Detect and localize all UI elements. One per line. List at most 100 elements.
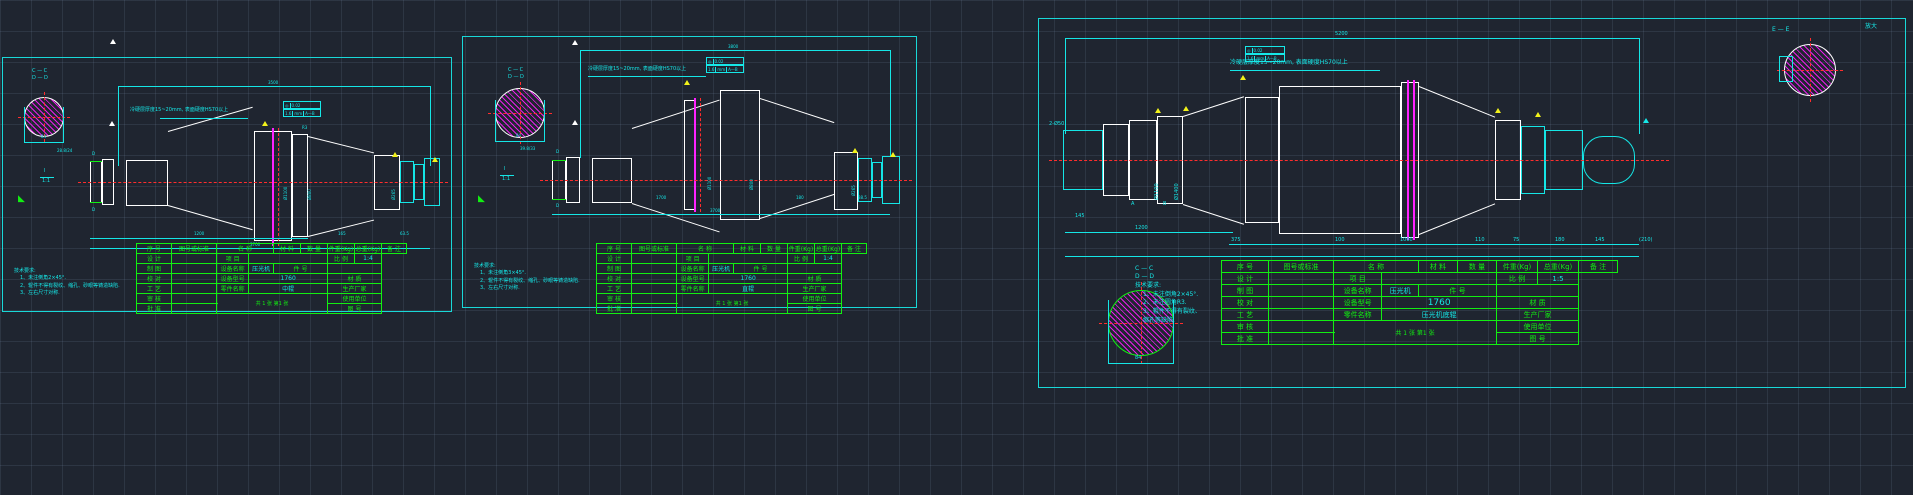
detail-label-middle: I [504, 166, 506, 172]
drawing-left[interactable]: C — C D — D 84 I 1:1 ◣ 冷硬层厚度15~20mm, 表面硬… [0, 0, 455, 340]
section-centerline-v-left [44, 92, 45, 142]
tb-blank-5-middle [631, 303, 677, 314]
main-centerline-left [78, 182, 448, 183]
gdt-symbol-middle: ◎ [708, 58, 714, 64]
overall-dim-ext-a-middle [580, 50, 581, 158]
tb-blank-2-right [1268, 296, 1334, 309]
note-leader-middle [588, 76, 706, 77]
overall-dim-line-middle [580, 50, 890, 51]
tb-rlabel-3-left: 生产厂家 [327, 283, 382, 294]
tech-item-1-right: 2、未注圆角R3. [1143, 299, 1187, 307]
th-material-left: 材 料 [273, 243, 301, 254]
gdt-symbol-right: ◎ [1247, 47, 1253, 53]
surface-finish-symbol-middle [684, 80, 690, 85]
table-row: 批 准 图 号 [136, 303, 407, 314]
gdt-tolerance-left: 0.02 [291, 102, 301, 108]
tb-role-3-middle: 工 艺 [596, 283, 632, 294]
tb-field-2-left: 设备型号 [215, 273, 250, 284]
left-journal-dim-middle: 39.8/33 [520, 146, 536, 151]
diameter-dim-step-left: Ø800 [307, 189, 312, 200]
diameter-dim-journal-left: Ø265 [391, 189, 396, 200]
section-label-dd-left: D — D [32, 75, 48, 81]
tb-rlabel-2-right: 材 质 [1496, 296, 1579, 309]
tb-role-5-left: 批 准 [136, 303, 172, 314]
bottom-dim-2-right: 100 [1335, 237, 1345, 243]
bottom-dim-line-middle [552, 214, 890, 215]
th-dwgno-middle: 图号或标准 [631, 243, 677, 254]
bottom-dim-3-middle: 38.5 [858, 195, 867, 200]
overall-dim-ext-a-right [1065, 38, 1066, 134]
tb-blank-0-right [1268, 272, 1334, 285]
th-name-left: 名 称 [216, 243, 274, 254]
tb-rlabel-5-middle: 图 号 [787, 303, 842, 314]
tb-blank-4-middle [631, 293, 677, 304]
gdt-tolerance-right: 0.02 [1253, 47, 1263, 53]
tb-blank-3-middle [631, 283, 677, 294]
table-row: 设 计 项 目 比 例 1:4 [136, 253, 407, 264]
table-row: 工 艺 零件名称 中辊 生产厂家 [136, 283, 407, 294]
th-dwgno-right: 图号或标准 [1268, 260, 1334, 273]
overall-dim-ext-b-middle [890, 50, 891, 156]
gdt-ra-right: 1.6 [1247, 55, 1256, 61]
surface-finish-symbol-left-2 [109, 121, 115, 126]
surface-finish-symbol-left [262, 121, 268, 126]
title-block-middle[interactable]: 序 号 图号或标准 名 称 材 料 数 量 件重(Kg) 总重(Kg) 备 注 … [596, 243, 867, 314]
gdt-datum-right: A—B [1267, 55, 1277, 61]
diameter-dim-barrel-right: Ø1100 [1154, 183, 1160, 200]
section-label-cc-middle: C — C [508, 67, 524, 73]
tb-blank-2-left [171, 273, 217, 284]
bottom-dim-8-right: (210) [1639, 237, 1653, 243]
tb-value-0-middle [708, 253, 788, 264]
title-block-left[interactable]: 序 号 图号或标准 名 称 材 料 数 量 件重(Kg) 总重(Kg) 备 注 … [136, 243, 407, 314]
title-block-right[interactable]: 序 号 图号或标准 名 称 材 料 数 量 件重(Kg) 总重(Kg) 备 注 … [1221, 260, 1618, 345]
tb-rvalue-1-left [327, 263, 382, 274]
drawing-right[interactable]: E — E 放大 C — C D — D 84 冷硬层厚度15~20mm, 表面… [1035, 0, 1913, 420]
tb-rvalue-0-right: 1:5 [1537, 272, 1579, 285]
gdt-frame-right: ◎ 0.02 [1245, 46, 1285, 54]
tech-item-2-right: 3、辊件不得有裂纹、 [1143, 308, 1201, 316]
section-mark-a-right: A [1131, 201, 1135, 207]
section-centerline-v-right-bottom [1141, 282, 1142, 364]
tb-blank-4-left [171, 293, 217, 304]
surface-finish-symbol-middle-5 [572, 40, 578, 45]
gdt-tolerance-middle: 0.02 [714, 58, 724, 64]
tb-role-2-right: 校 对 [1221, 296, 1269, 309]
table-row: 批 准 图 号 [1221, 332, 1618, 345]
tech-item-2-middle: 3、左右尺寸对称. [480, 284, 520, 291]
tb-rlabel-4-right: 使用单位 [1496, 320, 1579, 333]
drawing-middle[interactable]: C — C D — D 84 I 1:1 ◣ 冷硬层厚度15~20mm, 表面硬… [460, 0, 920, 340]
tb-blank-1-middle [631, 263, 677, 274]
overall-dim-line-left [118, 86, 430, 87]
overall-dim-value-left: 3500 [268, 80, 279, 85]
tb-rvalue-0-middle: 1:4 [814, 253, 842, 264]
th-name-middle: 名 称 [676, 243, 734, 254]
bottom-dim-line-right-3 [1065, 256, 1639, 257]
tb-rlabel-5-right: 图 号 [1496, 332, 1579, 345]
gdt-symbol-left: ◎ [285, 102, 291, 108]
tb-rlabel-3-middle: 生产厂家 [787, 283, 842, 294]
tb-field-2-middle: 设备型号 [675, 273, 710, 284]
main-centerline-middle [540, 180, 912, 181]
tech-item-1-middle: 2、辊件不得有裂纹、缩孔、砂眼等铸造缺陷. [480, 277, 580, 284]
gdt-unit-right: mm [1256, 55, 1267, 61]
tb-sheet-middle: 共 1 张 第1 张 [676, 293, 788, 314]
tb-value-1-left: 压光机 [248, 263, 274, 274]
section-label-cc-left: C — C [32, 68, 48, 74]
tb-field-3-right: 零件名称 [1332, 308, 1383, 321]
tb-rvalue-0-left: 1:4 [354, 253, 382, 264]
section-dim-frame-left [24, 107, 64, 143]
gdt-frame2-right: 1.6 mm A—B [1245, 54, 1285, 62]
tb-blank-1-right [1268, 284, 1334, 297]
table-row: 审 核 共 1 张 第1 张 使用单位 [136, 293, 407, 314]
tb-field-2-right: 设备型号 [1332, 296, 1383, 309]
diameter-dim-barrel-left: Ø1100 [283, 186, 288, 200]
tech-item-0-middle: 1、未注倒角3×45°. [480, 270, 527, 277]
tb-rlabel-1-left: 件 号 [273, 263, 328, 274]
surface-finish-symbol-right-2 [1155, 108, 1161, 113]
section-dim-frame-right-bottom [1108, 300, 1174, 364]
section-mark-d-bottom-middle: D [556, 203, 560, 208]
section-label-dd-middle: D — D [508, 74, 524, 80]
th-no-middle: 序 号 [596, 243, 632, 254]
tech-requirements-middle: 技术要求: 1、未注倒角3×45°. 2、辊件不得有裂纹、缩孔、砂眼等铸造缺陷.… [474, 263, 580, 292]
